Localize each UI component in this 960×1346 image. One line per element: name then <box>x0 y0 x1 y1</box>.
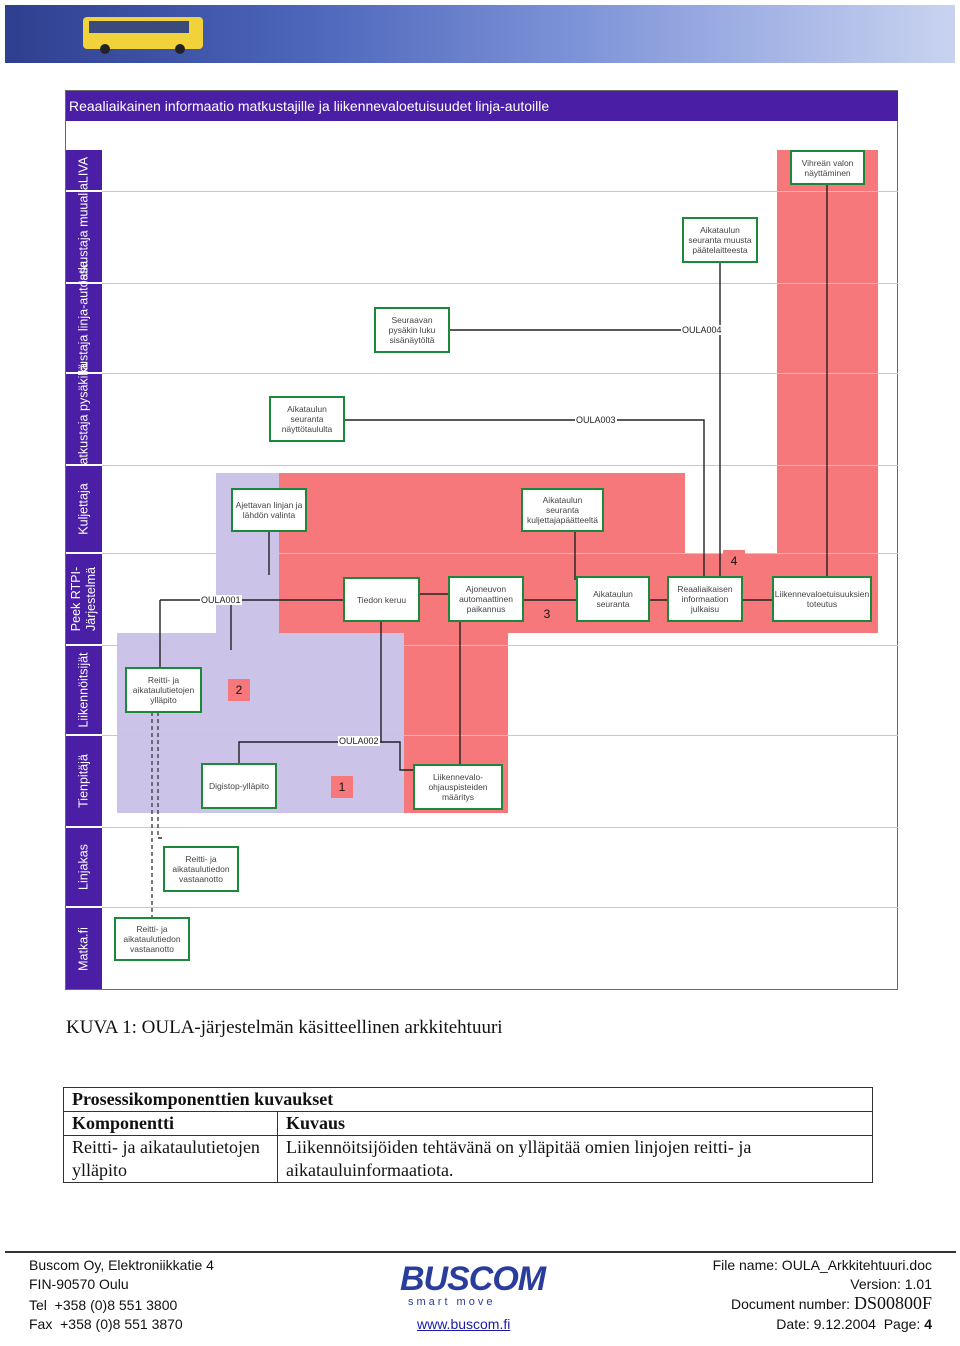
dashed-connector-matka <box>116 712 153 941</box>
page-number: 4 <box>924 1316 932 1332</box>
lane-separator <box>102 191 898 192</box>
footer-tel: Tel +358 (0)8 551 3800 <box>29 1297 178 1313</box>
box-vihrean-valon: Vihreän valon näyttäminen <box>790 150 865 185</box>
lane-liikennoitsijat: Liikennöitsijät <box>66 646 102 734</box>
lane-matkustaja-muualla: Matkustaja muualla <box>66 183 102 291</box>
box-ajoneuvon: Ajoneuvon automaattinen paikannus <box>448 576 524 622</box>
connector-oula003 <box>307 419 705 588</box>
box-aikataulun-naytto: Aikataulun seuranta näyttötaululta <box>269 396 345 442</box>
box-reitti-linjakas: Reitti- ja aikataulutiedon vastaanotto <box>163 846 239 892</box>
table-header-kuvaus: Kuvaus <box>277 1111 873 1136</box>
doc-number-value: DS00800F <box>853 1293 932 1313</box>
lane-separator <box>102 907 898 908</box>
lane-peek-rtpi: Peek RTPI-Järjestelmä <box>66 554 102 644</box>
lane-separator <box>102 827 898 828</box>
box-aikataulun-seuranta: Aikataulun seuranta <box>576 576 650 622</box>
code-oula003: OULA003 <box>575 415 617 425</box>
lane-matka-fi: Matka.fi <box>66 908 102 989</box>
figure-caption: KUVA 1: OULA-järjestelmän käsitteellinen… <box>66 1017 503 1038</box>
lane-separator <box>102 645 898 646</box>
connector-oula002 <box>238 622 382 763</box>
connector-oula004 <box>412 329 721 588</box>
footer-fax: Fax +358 (0)8 551 3870 <box>29 1316 183 1332</box>
lane-tienpitaja: Tienpitäjä <box>66 736 102 826</box>
table-heading: Prosessikomponenttien kuvaukset <box>63 1087 873 1112</box>
website-link[interactable]: www.buscom.fi <box>417 1316 511 1332</box>
box-aikataulun-kuljettaja: Aikataulun seuranta kuljettajapäätteeltä <box>521 488 604 532</box>
table-row: Reitti- ja aikataulutietojen ylläpito Li… <box>63 1135 873 1183</box>
dashed-connector-linjakas <box>157 712 165 839</box>
header-banner <box>5 5 955 63</box>
box-liikennevalo-ohjaus: Liikennevalo-ohjauspisteiden määritys <box>413 764 503 810</box>
lane-liva: LIVA <box>66 150 102 190</box>
lane-separator <box>102 553 898 554</box>
lane-linjakas: Linjakas <box>66 828 102 906</box>
code-oula002: OULA002 <box>338 736 380 746</box>
box-reaaliaikaisen: Reaaliaikaisen informaation julkaisu <box>667 576 743 622</box>
box-liikennevaloetuisuuksien: Liikennevaloetuisuuksien toteutus <box>772 576 872 622</box>
lane-separator <box>102 283 898 284</box>
table-cell-description: Liikennöitsijöiden tehtävänä on ylläpitä… <box>277 1135 873 1183</box>
box-tiedon-keruu: Tiedon keruu <box>343 577 420 622</box>
diagram-title: Reaaliaikainen informaatio matkustajille… <box>66 91 898 121</box>
number-marker-3: 3 <box>536 603 558 625</box>
footer-company: Buscom Oy, Elektroniikkatie 4 <box>29 1257 214 1273</box>
box-seuraavan-pysakin: Seuraavan pysäkin luku sisänäytöltä <box>374 307 450 353</box>
bus-photo-banner <box>83 17 203 54</box>
number-marker-1: 1 <box>331 776 353 798</box>
footer-divider <box>5 1251 956 1253</box>
lane-matkustaja-linja-autossa: Matkustaja linja-autossa <box>66 261 102 395</box>
lane-separator <box>102 373 898 374</box>
lane-matkustaja-pysakilla: Matkustaja pysäkillä <box>66 363 102 475</box>
code-oula004: OULA004 <box>681 325 723 335</box>
lane-separator <box>102 735 898 736</box>
footer-version: Version: 1.01 <box>850 1276 932 1292</box>
footer-website-row: www.buscom.fi <box>417 1315 510 1334</box>
box-digistop: Digistop-ylläpito <box>201 763 277 809</box>
number-marker-4: 4 <box>723 550 745 572</box>
footer-file-name: File name: OULA_Arkkitehtuuri.doc <box>712 1257 932 1273</box>
process-table: Prosessikomponenttien kuvaukset Komponen… <box>63 1087 873 1183</box>
code-oula001: OULA001 <box>200 595 242 605</box>
box-reitti-matka: Reitti- ja aikataulutiedon vastaanotto <box>114 917 190 961</box>
box-ajettavan-linjan: Ajettavan linjan ja lähdön valinta <box>231 488 307 532</box>
buscom-logo: BUSCOM smart move <box>400 1260 546 1308</box>
footer-postal: FIN-90570 Oulu <box>29 1276 129 1292</box>
table-header-komponentti: Komponentti <box>63 1111 278 1136</box>
number-marker-2: 2 <box>228 679 250 701</box>
box-aikataulun-muualla: Aikataulun seuranta muusta päätelaittees… <box>682 217 758 263</box>
table-cell-component: Reitti- ja aikataulutietojen ylläpito <box>63 1135 278 1183</box>
lane-kuljettaja: Kuljettaja <box>66 466 102 552</box>
footer-doc-number: Document number: DS00800F <box>731 1293 932 1313</box>
box-reitti-yllapito: Reitti- ja aikataulutietojen ylläpito <box>125 667 202 713</box>
lane-separator <box>102 465 898 466</box>
footer-date-page: Date: 9.12.2004 Page: 4 <box>776 1316 932 1332</box>
